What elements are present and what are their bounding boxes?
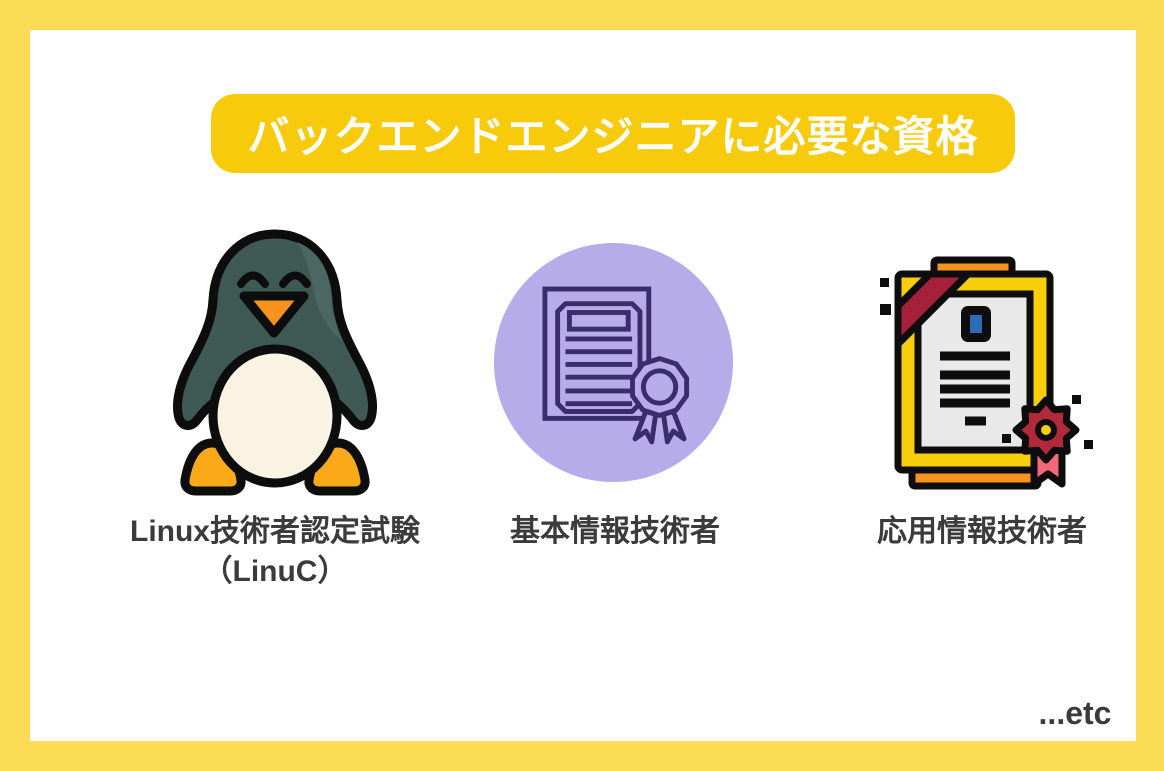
content-card: バックエンドエンジニアに必要な資格 xyxy=(30,30,1136,741)
item-label-fe-line1: 基本情報技術者 xyxy=(510,515,720,548)
item-label-linuc-line1: Linux技術者認定試験 xyxy=(130,515,420,548)
tux-penguin-icon xyxy=(147,212,403,502)
certificate-outline-icon xyxy=(491,240,736,485)
item-label-ap-line1: 応用情報技術者 xyxy=(877,515,1087,548)
gold-diploma-icon xyxy=(868,248,1108,498)
page-title: バックエンドエンジニアに必要な資格 xyxy=(247,113,979,160)
item-label-fe: 基本情報技術者 xyxy=(465,512,765,552)
item-label-ap: 応用情報技術者 xyxy=(832,512,1132,552)
item-label-linuc-line2: （LinuC） xyxy=(202,555,348,588)
etc-note: ...etc xyxy=(1038,695,1112,731)
title-banner: バックエンドエンジニアに必要な資格 xyxy=(211,94,1015,173)
item-label-linuc: Linux技術者認定試験 （LinuC） xyxy=(85,512,465,592)
